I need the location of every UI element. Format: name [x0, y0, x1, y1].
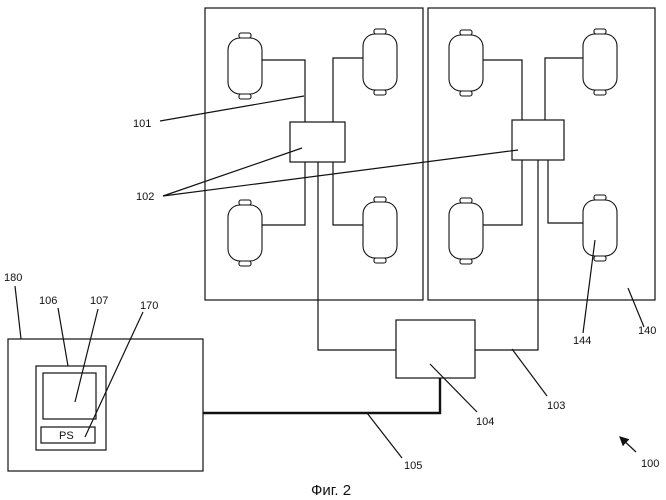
label-180: 180	[4, 272, 22, 284]
wire-right-bl	[483, 160, 522, 225]
display-107	[43, 373, 96, 419]
left-module-box	[290, 122, 345, 162]
wire-left-bl	[262, 162, 305, 225]
leader-101	[160, 96, 304, 121]
leader-140	[628, 288, 644, 327]
right-module-link	[475, 160, 538, 350]
tire-right-bottom-right	[583, 195, 617, 261]
wire-right-tr	[545, 58, 583, 120]
tire-right-bottom-left	[449, 198, 483, 264]
figure-caption: Фиг. 2	[311, 482, 351, 499]
leader-105	[367, 413, 402, 458]
label-103: 103	[547, 400, 565, 412]
wire-right-tl	[483, 60, 522, 120]
tire-left-bottom-right	[363, 197, 397, 263]
label-170: 170	[140, 300, 158, 312]
label-101: 101	[133, 118, 151, 130]
label-105: 105	[404, 460, 422, 472]
leader-102-a	[163, 148, 302, 196]
label-107: 107	[90, 295, 108, 307]
label-100: 100	[641, 458, 659, 470]
tire-left-top-left	[228, 33, 262, 99]
label-104: 104	[476, 416, 494, 428]
wire-left-tr	[333, 58, 363, 122]
wire-left-tl	[262, 60, 305, 122]
leader-106	[58, 308, 68, 366]
label-106: 106	[39, 295, 57, 307]
ps-label: PS	[59, 430, 74, 442]
cable-105	[203, 378, 440, 413]
arrow-100	[620, 437, 636, 452]
tire-right-top-left	[449, 30, 483, 96]
tire-left-top-right	[363, 29, 397, 95]
label-102: 102	[136, 191, 154, 203]
leader-180	[15, 286, 21, 339]
right-module-box	[512, 120, 564, 160]
tire-left-bottom-left	[228, 200, 262, 266]
label-140: 140	[638, 325, 656, 337]
label-144: 144	[573, 335, 591, 347]
wire-right-br	[548, 160, 583, 223]
tire-right-top-right	[583, 29, 617, 95]
leader-103	[512, 349, 547, 396]
